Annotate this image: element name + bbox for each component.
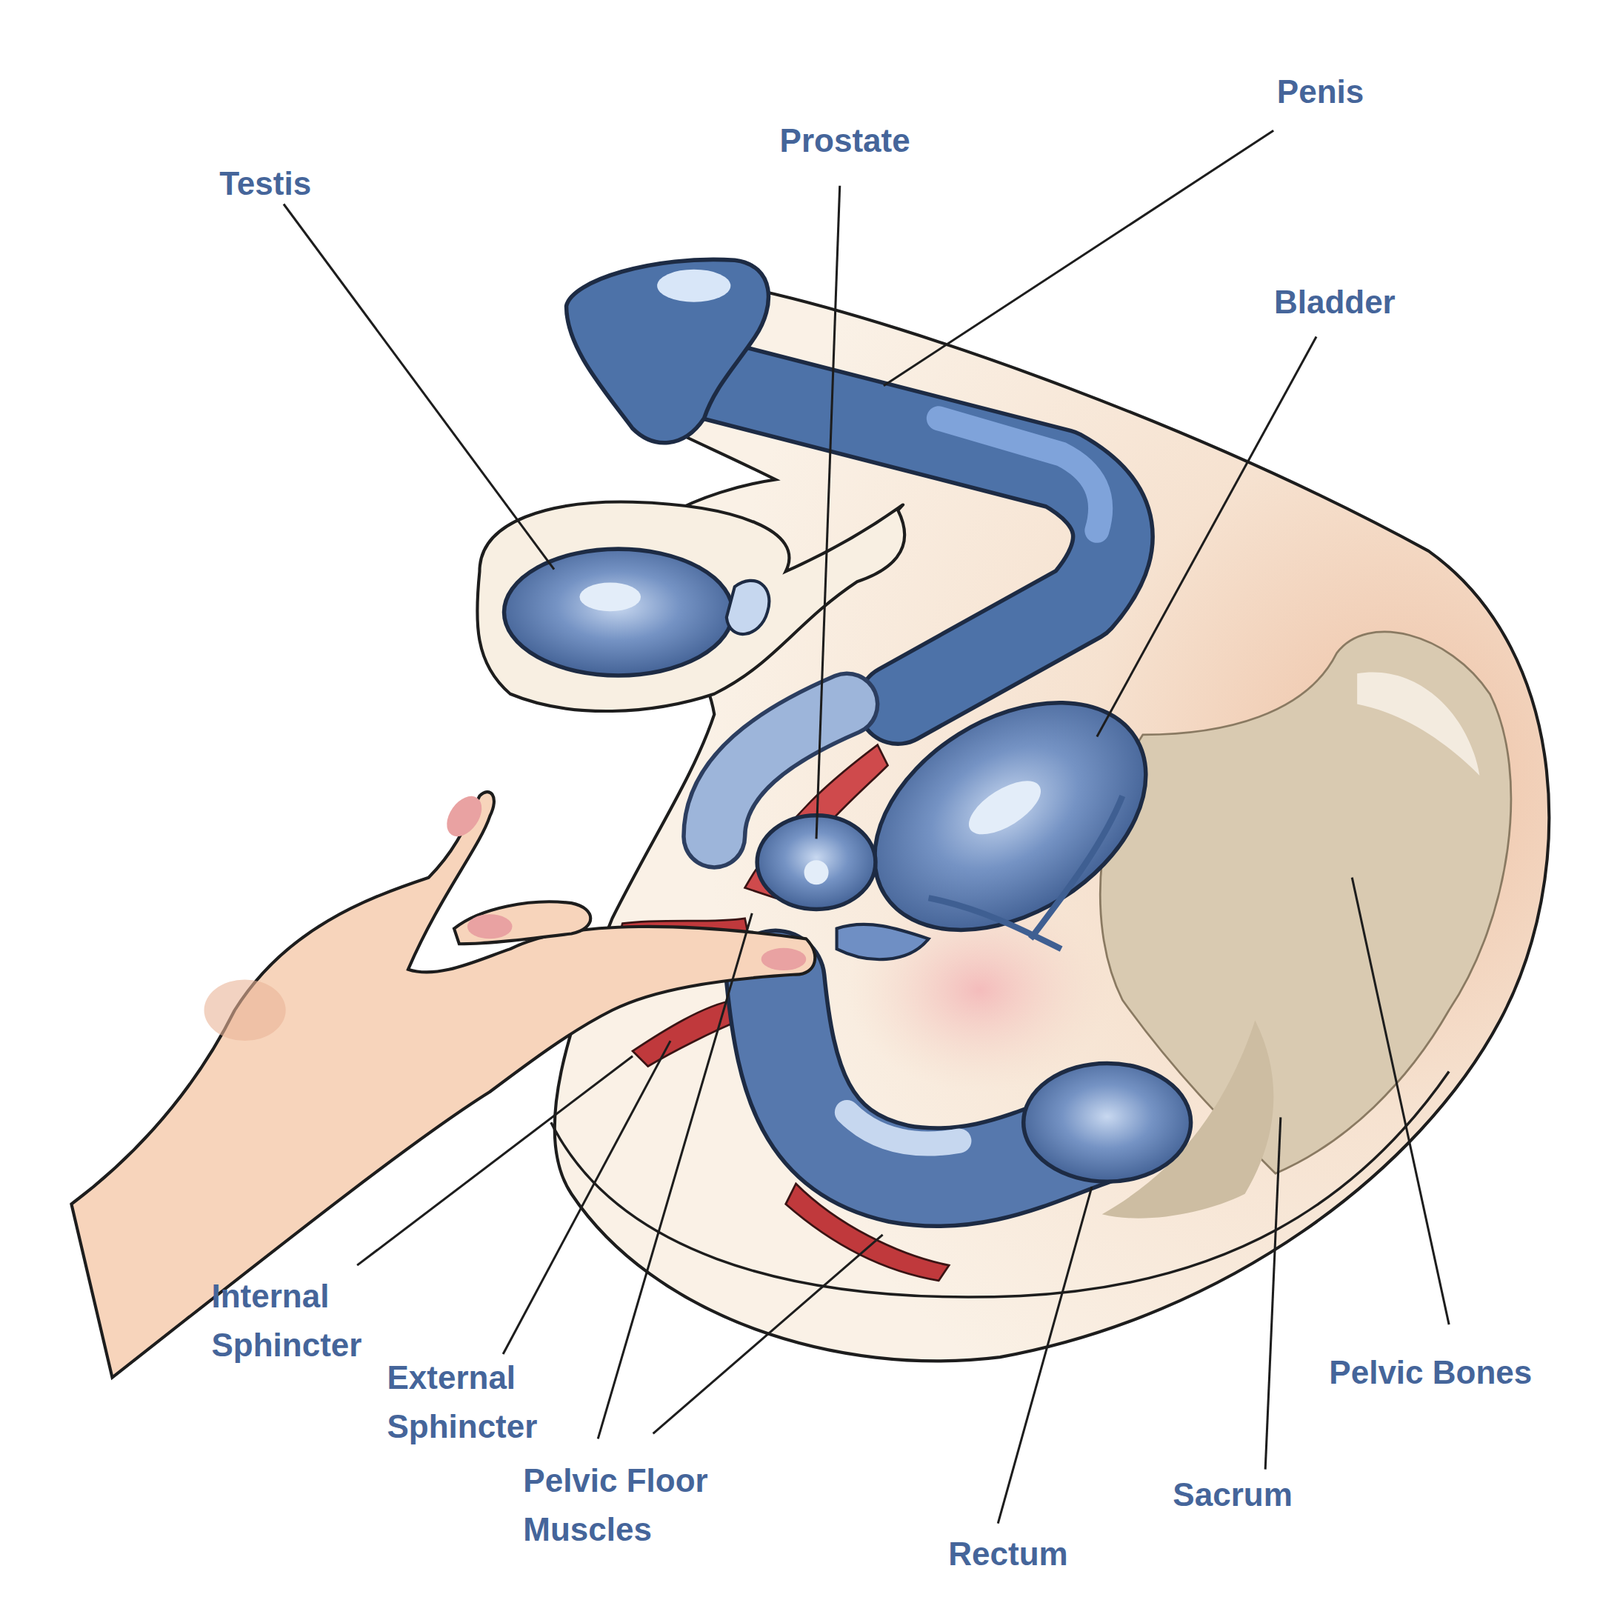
- bladder: [833, 655, 1187, 978]
- part-label: Sacrum: [1172, 1470, 1292, 1520]
- fingernail: [467, 914, 513, 939]
- penis-shaft: [662, 367, 1113, 705]
- epididymis: [726, 580, 770, 635]
- part-label: Rectum: [948, 1529, 1068, 1579]
- knuckle-shade: [204, 979, 286, 1041]
- penis-glans: [566, 259, 769, 443]
- ureter: [928, 795, 1123, 949]
- part-label: Internal Sphincter: [211, 1271, 398, 1370]
- finger: [454, 901, 591, 944]
- body-outline: [554, 291, 1550, 1362]
- penis-highlight: [938, 418, 1100, 532]
- part-label: Bladder: [1274, 277, 1396, 327]
- fingernail: [440, 789, 489, 843]
- prostate-highlight: [804, 860, 829, 885]
- fingernail: [761, 948, 807, 971]
- rectum-highlight: [846, 1112, 960, 1144]
- hand: [71, 791, 815, 1378]
- testis: [504, 548, 734, 676]
- bone-highlight: [1357, 671, 1480, 776]
- part-label: Pelvic Bones: [1328, 1348, 1532, 1398]
- part-label: Prostate: [780, 116, 911, 166]
- rectum-loop: [1023, 1062, 1192, 1182]
- glans-highlight: [657, 269, 731, 303]
- part-label: Testis: [219, 159, 312, 209]
- part-label: External Sphincter: [386, 1353, 572, 1452]
- penis-shaft-outline: [662, 367, 1113, 705]
- part-label: Penis: [1277, 67, 1364, 117]
- leader-lines: [283, 130, 1449, 1523]
- seminal-vesicles: [837, 924, 929, 960]
- part-label: Pelvic Floor Muscles: [522, 1456, 738, 1555]
- testis-highlight: [579, 582, 641, 612]
